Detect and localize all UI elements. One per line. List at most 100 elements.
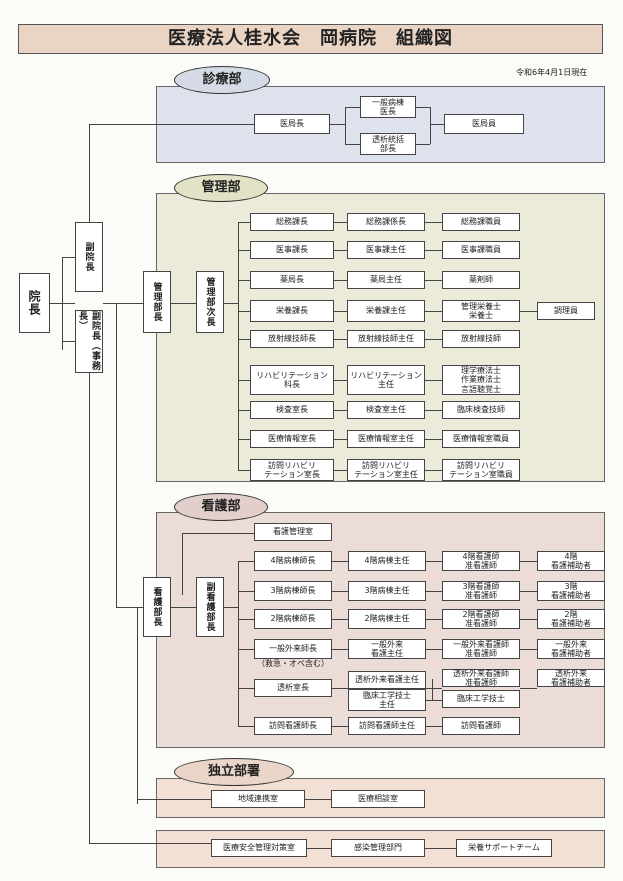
connector-line [334, 410, 347, 411]
admin-chief-box: 検査室主任 [347, 401, 425, 419]
nursing-chief-box: 訪問看護師主任 [348, 717, 426, 735]
admin-chief-box: 薬局主任 [347, 271, 425, 289]
community-liaison-box: 地域連携室 [211, 790, 305, 808]
nursing-aide-box: 一般外来 看護補助者 [537, 639, 605, 659]
connector-line [426, 700, 442, 701]
connector-line [332, 591, 348, 592]
nursing-deputy-box: 副看護部長 [196, 577, 224, 637]
connector-line [345, 107, 346, 144]
admin-title-box: リハビリテーション 科長 [250, 365, 334, 395]
nursing-chief-box: 2階病棟主任 [348, 609, 426, 629]
admin-title-box: 栄養課長 [250, 300, 334, 322]
connector-line [89, 373, 90, 843]
connector-line [334, 339, 347, 340]
admin-staff-box: 臨床検査技師 [442, 401, 520, 419]
connector-line [425, 250, 442, 251]
connector-line [520, 619, 537, 620]
connector-line [416, 107, 430, 108]
connector-line [426, 649, 442, 650]
admin-title-box: 検査室長 [250, 401, 334, 419]
page-title: 医療法人桂水会 岡病院 組織図 [18, 24, 603, 54]
connector-line [238, 726, 254, 727]
nursing-chief-box: 3階病棟主任 [348, 581, 426, 601]
connector-line [238, 688, 254, 689]
connector-line [238, 280, 250, 281]
admin-staff-box: 放射線技師 [442, 330, 520, 348]
connector-line [425, 311, 442, 312]
admin-staff-box: 訪問リハビリ テーション室職員 [442, 459, 520, 481]
admin-staff-box: 理学療法士 作業療法士 言語聴覚士 [442, 365, 520, 395]
nursing-aide-box: 2階 看護補助者 [537, 609, 605, 629]
connector-line [307, 848, 331, 849]
connector-line [89, 124, 90, 222]
connector-line [332, 726, 348, 727]
nursing-title-box: 4階病棟師長 [254, 551, 332, 571]
admin-staff-box: 医療情報室職員 [442, 430, 520, 448]
connector-line [334, 222, 347, 223]
connector-line [332, 688, 348, 689]
connector-line [224, 607, 238, 608]
nursing-staff-box: 4階看護師 准看護師 [442, 551, 520, 571]
connector-line [62, 257, 63, 350]
nursing-aide-box: 3階 看護補助者 [537, 581, 605, 601]
medical-consult-box: 医療相談室 [331, 790, 425, 808]
independent-dept-label: 独立部署 [174, 758, 294, 786]
nursing-title-box: 透析室長 [254, 679, 332, 697]
connector-line [425, 410, 442, 411]
dialysis-director-box: 透析統括 部長 [360, 133, 416, 155]
nursing-chief-box: 4階病棟主任 [348, 551, 426, 571]
connector-line [238, 561, 239, 726]
connector-line [62, 341, 75, 342]
connector-line [430, 107, 431, 144]
connector-line [425, 380, 442, 381]
nursing-chief-box: 透析外来看護主任 [348, 671, 426, 689]
connector-line [238, 311, 250, 312]
connector-line [416, 144, 430, 145]
admin-chief-box: 総務課係長 [347, 213, 425, 231]
admin-chief-box: 放射線技師主任 [347, 330, 425, 348]
connector-line [425, 848, 456, 849]
nursing-office-box: 看護管理室 [254, 523, 332, 541]
connector-line [425, 439, 442, 440]
connector-line [520, 311, 537, 312]
medical-staff-box: 医局員 [444, 114, 524, 134]
connector-line [171, 303, 196, 304]
connector-line [345, 107, 360, 108]
connector-line [426, 561, 442, 562]
connector-line [345, 144, 360, 145]
admin-chief-box: リハビリテーション 主任 [347, 365, 425, 395]
connector-line [238, 649, 254, 650]
nursing-aide-box: 透析外来 看護補助者 [537, 669, 605, 687]
connector-line [224, 303, 238, 304]
admin-dept-label: 管理部 [174, 174, 268, 202]
nursing-staff-box: 訪問看護師 [442, 717, 520, 735]
connector-line [238, 470, 250, 471]
connector-line [520, 591, 537, 592]
medical-dept-label: 診療部 [174, 66, 270, 94]
connector-line [137, 607, 138, 804]
connector-line [425, 339, 442, 340]
connector-line [425, 222, 442, 223]
admin-title-box: 放射線技師長 [250, 330, 334, 348]
admin-title-box: 医療情報室長 [250, 430, 334, 448]
admin-chief-box: 訪問リハビリ テーション室主任 [347, 459, 425, 481]
connector-line [334, 311, 347, 312]
nursing-dept-label: 看護部 [174, 493, 268, 521]
emergency-note: （救急・オペ含む） [257, 659, 329, 668]
safety-mgmt-box: 医療安全管理対策室 [211, 839, 307, 857]
connector-line [334, 380, 347, 381]
connector-line [520, 561, 537, 562]
connector-line [425, 470, 442, 471]
admin-chief-box: 医療情報室主任 [347, 430, 425, 448]
medical-chief-box: 医局長 [254, 114, 330, 134]
nursing-staff-box: 一般外来看護師 准看護師 [442, 639, 520, 659]
nursing-staff-box: 透析外来看護師 准看護師 [442, 669, 520, 687]
nursing-staff-box: 2階看護師 准看護師 [442, 609, 520, 629]
connector-line [334, 470, 347, 471]
connector-line [171, 607, 196, 608]
connector-line [238, 619, 254, 620]
connector-line [238, 439, 250, 440]
nursing-title-box: 2階病棟師長 [254, 609, 332, 629]
connector-line [116, 607, 143, 608]
connector-line [332, 619, 348, 620]
